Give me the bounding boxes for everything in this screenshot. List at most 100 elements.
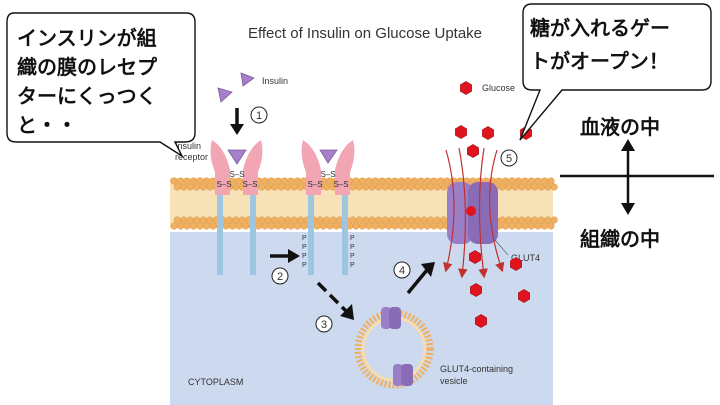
phospholipid-head xyxy=(180,216,188,224)
svg-text:S–S: S–S xyxy=(242,180,257,189)
glucose-flow-arrows xyxy=(443,147,505,279)
phospholipid-head xyxy=(414,183,422,191)
phospholipid-head xyxy=(180,183,188,191)
phospholipid-head xyxy=(528,177,536,185)
phospholipid-head xyxy=(297,183,305,191)
phospholipid-head xyxy=(515,222,523,230)
phospholipid-head xyxy=(300,222,308,230)
phospholipid-head xyxy=(420,183,428,191)
phospholipid-head xyxy=(528,222,536,230)
phospholipid-head xyxy=(271,183,279,191)
cytoplasm-region xyxy=(170,232,553,405)
svg-text:P: P xyxy=(302,253,307,260)
phospholipid-head xyxy=(199,183,207,191)
phospholipid-head xyxy=(440,216,448,224)
phospholipid-head xyxy=(378,222,386,230)
glucose-molecule xyxy=(469,250,481,264)
phospholipid-head xyxy=(508,177,516,185)
phospholipid-head xyxy=(232,183,240,191)
phospholipid-head xyxy=(176,222,184,230)
phospholipid-head xyxy=(372,177,380,185)
phospholipid-head xyxy=(170,222,178,230)
phospholipid-head xyxy=(498,183,506,191)
phospholipid-head xyxy=(359,222,367,230)
phospholipid-head xyxy=(202,222,210,230)
svg-text:S–S: S–S xyxy=(333,180,348,189)
phospholipid-head xyxy=(352,222,360,230)
phospholipid-head xyxy=(206,183,214,191)
phospholipid-head xyxy=(424,177,432,185)
phospholipid-head xyxy=(407,183,415,191)
svg-text:2: 2 xyxy=(277,271,283,283)
phospholipid-head xyxy=(437,222,445,230)
phospholipid-head xyxy=(433,183,441,191)
phospholipid-head xyxy=(368,216,376,224)
phospholipid-head xyxy=(427,216,435,224)
phospholipid-head xyxy=(534,222,542,230)
glut4-label: GLUT4 xyxy=(511,253,540,263)
phospholipid-head xyxy=(228,222,236,230)
phospholipid-head xyxy=(183,222,191,230)
phospholipid-head xyxy=(518,216,526,224)
phospholipid-head xyxy=(196,177,204,185)
svg-text:S–S: S–S xyxy=(216,180,231,189)
svg-text:S–S: S–S xyxy=(320,170,335,179)
phospholipid-head xyxy=(170,177,178,185)
phospholipid-head xyxy=(375,183,383,191)
insulin-molecule xyxy=(217,87,233,103)
phospholipid-head xyxy=(544,183,552,191)
callout-left: インスリンが組 織の膜のレセプ ターにくっつく と・・ xyxy=(6,12,196,158)
insulin-molecule: Insulin xyxy=(240,72,288,87)
phospholipid-head xyxy=(424,222,432,230)
phospholipid-head xyxy=(394,216,402,224)
phospholipid-head xyxy=(381,216,389,224)
phospholipid-head xyxy=(238,216,246,224)
phospholipid-head xyxy=(411,222,419,230)
phospholipid-head xyxy=(411,177,419,185)
phospholipid-head xyxy=(518,183,526,191)
phospholipid-head xyxy=(287,177,295,185)
insulin-receptor-active: S–S S–S S–S P P P P P P P P xyxy=(301,140,355,275)
svg-text:P: P xyxy=(302,244,307,251)
callout-right-line2: トがオープン！ xyxy=(530,49,669,73)
glucose-label: Glucose xyxy=(482,83,515,93)
callout-left-line1: インスリンが組 xyxy=(17,26,157,50)
svg-text:P: P xyxy=(350,262,355,269)
phospholipid-head xyxy=(443,177,451,185)
vesicle-glut4-protein xyxy=(381,307,401,329)
callout-right-line1: 糖が入れるゲー xyxy=(530,16,670,40)
step1-marker: 1 xyxy=(250,106,268,124)
blood-label: 血液の中 xyxy=(580,115,660,139)
phospholipid-head xyxy=(401,183,409,191)
phospholipid-head xyxy=(294,177,302,185)
phospholipid-head xyxy=(281,222,289,230)
phospholipid-head xyxy=(326,222,334,230)
phospholipid-head xyxy=(537,216,545,224)
phospholipid-head xyxy=(277,216,285,224)
phospholipid-head xyxy=(521,177,529,185)
insulin-label: Insulin xyxy=(262,76,288,86)
receptor-label-line1: Insulin xyxy=(175,141,201,151)
phospholipid-head xyxy=(388,216,396,224)
phospholipid-head xyxy=(537,183,545,191)
phospholipid-head xyxy=(277,183,285,191)
phospholipid-head xyxy=(274,177,282,185)
phospholipid-head xyxy=(333,222,341,230)
phospholipid-head xyxy=(349,216,357,224)
callout-left-line4: と・・ xyxy=(17,113,77,137)
phospholipid-head xyxy=(368,183,376,191)
vesicle-glut4-protein xyxy=(393,364,413,386)
callout-left-line3: ターにくっつく xyxy=(17,84,157,108)
phospholipid-head xyxy=(352,177,360,185)
callout-right: 糖が入れるゲー トがオープン！ xyxy=(519,3,712,141)
phospholipid-head xyxy=(365,177,373,185)
phospholipid-head xyxy=(173,183,181,191)
phospholipid-head xyxy=(355,216,363,224)
svg-text:P: P xyxy=(302,262,307,269)
phospholipid-head xyxy=(329,216,337,224)
svg-text:P: P xyxy=(350,253,355,260)
glucose-molecule xyxy=(482,126,494,140)
phospholipid-head xyxy=(222,222,230,230)
phospholipid-head xyxy=(521,222,529,230)
